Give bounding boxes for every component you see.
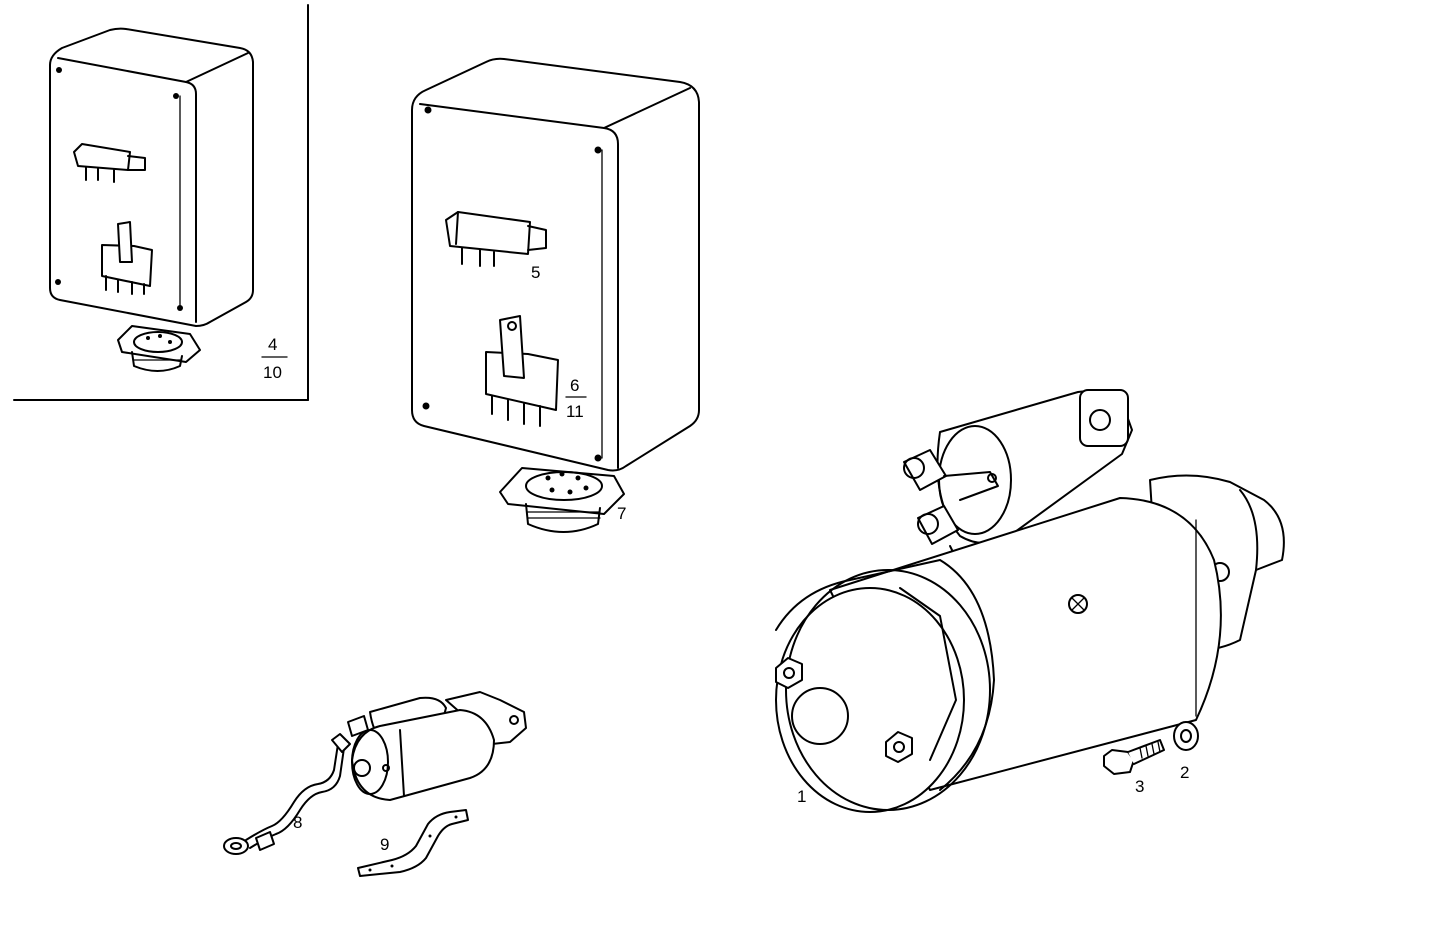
bolt <box>1103 739 1165 775</box>
label-relay-horizontal: 5 <box>531 263 540 282</box>
starter-motor-small <box>347 691 527 801</box>
label-relay-vertical-top: 6 <box>570 376 579 395</box>
label-starter-motor: 1 <box>797 787 806 806</box>
starter-motor-large <box>775 389 1285 813</box>
inset-frame <box>13 4 309 401</box>
label-box-small-top: 4 <box>268 335 277 354</box>
label-washer: 2 <box>1180 763 1189 782</box>
label-ground-cable: 8 <box>293 813 302 832</box>
ground-cable <box>223 733 351 855</box>
label-bolt: 3 <box>1135 777 1144 796</box>
ground-strap <box>357 809 469 877</box>
label-ground-strap: 9 <box>380 835 389 854</box>
label-relay-vertical-bottom: 11 <box>566 402 584 421</box>
relay-horizontal <box>445 211 547 267</box>
label-connector: 7 <box>617 504 626 523</box>
washer <box>1173 721 1199 751</box>
relay-vertical <box>485 315 559 427</box>
label-box-small-bottom: 10 <box>263 363 282 382</box>
connector-large <box>499 467 625 533</box>
control-box-small <box>49 27 254 372</box>
control-box-large <box>411 57 700 533</box>
